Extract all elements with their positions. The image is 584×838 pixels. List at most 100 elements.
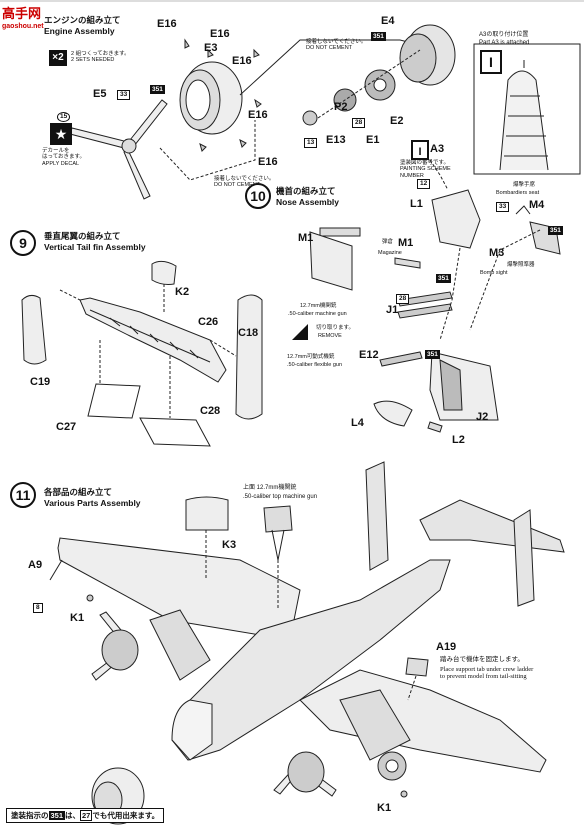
footer-code-27: 27 bbox=[80, 810, 93, 821]
part-l4: L4 bbox=[351, 417, 364, 429]
paint-8: 8 bbox=[33, 603, 43, 613]
step-11-title: 各部品の組み立て Various Parts Assembly bbox=[44, 487, 141, 508]
part-l1: L1 bbox=[410, 198, 423, 210]
engine-rear-drawing bbox=[302, 24, 456, 126]
step-9-title-en: Vertical Tail fin Assembly bbox=[44, 241, 146, 252]
no-cement-top: 接着しないでください。 DO NOT CEMENT bbox=[306, 39, 367, 52]
part-a19: A19 bbox=[436, 641, 457, 653]
paint-33-b: 33 bbox=[496, 202, 510, 212]
remove-en: REMOVE bbox=[318, 333, 342, 339]
roman-numeral-badge-a3: I bbox=[480, 50, 502, 74]
part-e4: E4 bbox=[381, 15, 395, 27]
paint-12: 12 bbox=[417, 179, 431, 189]
engine-cowling-drawing bbox=[179, 61, 243, 135]
step-10-number: 10 bbox=[245, 183, 271, 209]
part-c19: C19 bbox=[30, 376, 51, 388]
part-l2: L2 bbox=[452, 434, 465, 446]
paint-351-d: 351 bbox=[436, 274, 451, 283]
part-e5: E5 bbox=[93, 88, 107, 100]
bomb-sight-jp: 爆撃照準器 bbox=[507, 262, 535, 268]
decal-note: デカールを はっておきます。 APPLY DECAL bbox=[42, 148, 86, 167]
part-e16-a: E16 bbox=[157, 18, 177, 30]
paint-351-a: 351 bbox=[150, 85, 165, 94]
step-10-title-en: Nose Assembly bbox=[276, 196, 339, 207]
part-k1-a: K1 bbox=[70, 612, 85, 624]
step-9-number: 9 bbox=[10, 230, 36, 256]
part-e1: E1 bbox=[366, 134, 380, 146]
part-a9: A9 bbox=[28, 559, 43, 571]
a19-note-jp: 踏み台で機体を固定します。 bbox=[440, 656, 524, 663]
painting-scheme-note: 塗装図の番号です。 PAINTING SCHEME NUMBER bbox=[400, 160, 451, 179]
bombardier-seat-jp: 爆撃手席 bbox=[513, 182, 536, 188]
mg-en: .50-caliber machine gun bbox=[288, 311, 347, 317]
remove-jp: 切り取ります。 bbox=[316, 325, 354, 331]
watermark: 高手网 gaoshou.net bbox=[2, 3, 44, 30]
flex-gun-jp: 12.7mm可動式機銃 bbox=[287, 354, 335, 360]
propeller-drawing bbox=[69, 99, 168, 200]
part-e16-e: E16 bbox=[258, 156, 278, 168]
engine-step-title: エンジンの組み立て Engine Assembly bbox=[44, 15, 121, 36]
step-10-title-jp: 機首の組み立て bbox=[276, 186, 336, 196]
paint-28-b: 28 bbox=[396, 294, 410, 304]
step-11-title-jp: 各部品の組み立て bbox=[44, 487, 113, 497]
paint-351-e: 351 bbox=[425, 350, 440, 359]
step-10-title: 機首の組み立て Nose Assembly bbox=[276, 186, 339, 207]
a19-note-en: Place support tab under crew ladder to p… bbox=[440, 666, 534, 681]
part-e16-b: E16 bbox=[210, 28, 230, 40]
two-sets-badge: ×2 bbox=[49, 50, 67, 66]
engine-title-jp: エンジンの組み立て bbox=[44, 15, 121, 25]
magazine-jp: 弾倉 bbox=[382, 239, 394, 245]
bombardier-seat-en: Bombardiers seat bbox=[496, 190, 540, 196]
part-e16-d: E16 bbox=[248, 109, 268, 121]
two-sets-note: 2 組つくっておきます。 2 SETS NEEDED bbox=[71, 51, 130, 64]
part-c26: C26 bbox=[198, 316, 219, 328]
step-9-title-jp: 垂直尾翼の組み立て bbox=[44, 231, 121, 241]
paint-13: 13 bbox=[304, 138, 318, 148]
paint-28-a: 28 bbox=[352, 118, 366, 128]
part-k1-b: K1 bbox=[377, 802, 392, 814]
roman-numeral-scheme: I bbox=[418, 146, 422, 158]
part-m1-a: M1 bbox=[298, 232, 314, 244]
footer-mid: は、 bbox=[65, 811, 81, 820]
engine-title-en: Engine Assembly bbox=[44, 25, 115, 36]
decal-number: 15 bbox=[57, 112, 71, 122]
top-gun-jp: 上面 12.7mm機関銃 bbox=[243, 485, 297, 491]
part-j1: J1 bbox=[386, 304, 399, 316]
a3-box-jp: A3の取り付け位置 bbox=[479, 32, 529, 38]
paint-33-a: 33 bbox=[117, 90, 131, 100]
step-11-number: 11 bbox=[10, 482, 36, 508]
paint-351-b: 351 bbox=[371, 32, 386, 41]
watermark-url: gaoshou.net bbox=[2, 23, 44, 30]
part-p2: P2 bbox=[334, 101, 348, 113]
footer-post: でも代用出来ます。 bbox=[92, 811, 160, 820]
part-m1-b: M1 bbox=[398, 237, 414, 249]
part-e3: E3 bbox=[204, 42, 218, 54]
decal-star-icon: ★ bbox=[50, 123, 72, 145]
aircraft-drawing bbox=[49, 461, 565, 825]
step-9-title: 垂直尾翼の組み立て Vertical Tail fin Assembly bbox=[44, 231, 146, 252]
part-m3: M3 bbox=[489, 247, 505, 259]
part-k2: K2 bbox=[175, 286, 190, 298]
paint-351-c: 351 bbox=[548, 226, 563, 235]
watermark-text: 高手网 bbox=[2, 6, 42, 21]
step-11-title-en: Various Parts Assembly bbox=[44, 497, 141, 508]
part-j2: J2 bbox=[476, 411, 489, 423]
flex-gun-en: .50-caliber flexible gun bbox=[287, 362, 343, 368]
footer-code-351: 351 bbox=[48, 811, 66, 820]
bomb-sight-en: Bomb sight bbox=[480, 270, 508, 276]
part-k3: K3 bbox=[222, 539, 237, 551]
part-m4: M4 bbox=[529, 199, 545, 211]
part-e16-c: E16 bbox=[232, 55, 252, 67]
roman-numeral-a3: I bbox=[489, 54, 493, 70]
part-c18: C18 bbox=[238, 327, 259, 339]
roman-numeral-badge-scheme: I bbox=[411, 140, 429, 160]
part-e2: E2 bbox=[390, 115, 404, 127]
part-e12: E12 bbox=[359, 349, 379, 361]
part-c27: C27 bbox=[56, 421, 77, 433]
part-c28: C28 bbox=[200, 405, 221, 417]
magazine-en: Magazine bbox=[378, 250, 402, 256]
footer-pre: 塗装指示の bbox=[11, 811, 49, 820]
top-gun-en: .50-caliber top machine gun bbox=[243, 494, 318, 500]
